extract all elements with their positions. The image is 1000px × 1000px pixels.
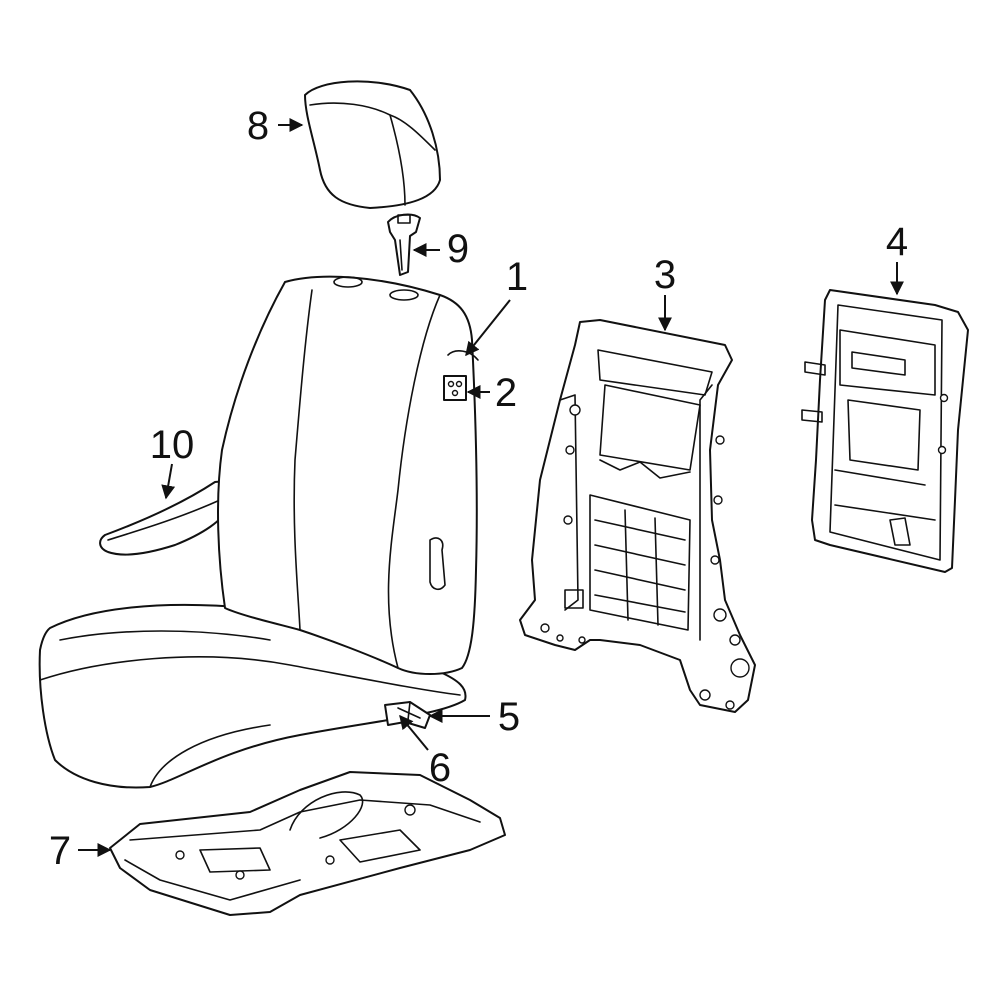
callout-4: 4 <box>886 220 908 264</box>
seat-back-frame-part[interactable] <box>519 319 756 713</box>
callout-3: 3 <box>654 253 676 297</box>
arrow-10 <box>161 463 176 500</box>
callout-5: 5 <box>498 695 520 739</box>
callout-arrows <box>78 118 904 857</box>
callout-7: 7 <box>49 829 71 873</box>
armrest-part[interactable] <box>99 480 230 556</box>
clip-part[interactable] <box>443 375 467 401</box>
arrow-1 <box>465 299 511 357</box>
headrest-guide-part[interactable] <box>387 213 421 276</box>
callout-9: 9 <box>447 227 469 271</box>
seat-back-panel-part[interactable] <box>801 289 969 573</box>
arrow-6 <box>399 714 429 751</box>
seat-back-cover-part[interactable] <box>217 275 479 675</box>
headrest-part[interactable] <box>304 80 441 209</box>
callout-labels: 8 9 1 2 3 4 10 5 6 7 <box>49 104 908 873</box>
callout-8: 8 <box>247 104 269 148</box>
callout-6: 6 <box>429 746 451 790</box>
callout-1: 1 <box>506 255 528 299</box>
seat-pan-part[interactable] <box>109 771 506 916</box>
callout-10: 10 <box>150 423 195 467</box>
callout-2: 2 <box>495 371 517 415</box>
